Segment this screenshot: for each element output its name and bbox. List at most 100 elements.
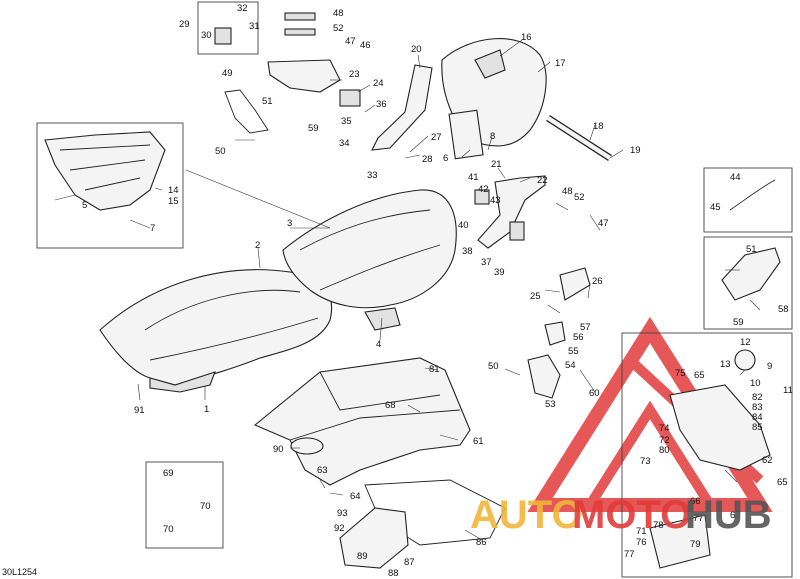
callout-24: 24 — [373, 78, 384, 89]
callout-52a: 52 — [333, 23, 344, 34]
callout-72: 72 — [659, 435, 670, 446]
strip-part-48 — [284, 12, 316, 21]
callout-12: 12 — [740, 337, 751, 348]
callout-47b: 47 — [598, 218, 609, 229]
callout-73: 73 — [640, 456, 651, 467]
callout-57: 57 — [580, 322, 591, 333]
callout-67: 67 — [730, 510, 741, 521]
cable-part-44 — [729, 179, 776, 211]
latch-part-25 — [559, 267, 591, 301]
callout-41: 41 — [468, 172, 479, 183]
inset-box-58 — [703, 236, 793, 330]
callout-35: 35 — [341, 116, 352, 127]
callout-64: 64 — [350, 491, 361, 502]
callout-74: 74 — [659, 423, 670, 434]
bracket-part-20 — [371, 64, 433, 151]
callout-90: 90 — [273, 444, 284, 455]
callout-21: 21 — [491, 159, 502, 170]
callout-61: 61 — [473, 436, 484, 447]
callout-5: 5 — [82, 200, 87, 211]
callout-83: 83 — [752, 402, 763, 413]
callout-32: 32 — [237, 3, 248, 14]
bracket-part-87 — [339, 507, 409, 569]
callout-85: 85 — [752, 422, 763, 433]
knob-part-9 — [734, 349, 756, 371]
callout-93: 93 — [337, 508, 348, 519]
callout-23: 23 — [349, 69, 360, 80]
callout-68: 68 — [385, 400, 396, 411]
callout-91: 91 — [134, 405, 145, 416]
callout-31: 31 — [249, 21, 260, 32]
clip-part-90 — [290, 437, 324, 455]
callout-76: 76 — [636, 537, 647, 548]
callout-17: 17 — [555, 58, 566, 69]
callout-28: 28 — [422, 154, 433, 165]
callout-81: 81 — [429, 364, 440, 375]
inset-box-44 — [703, 167, 793, 233]
callout-70b: 70 — [163, 524, 174, 535]
callout-66: 66 — [690, 496, 701, 507]
watermark-text: AUTO MOTO HUB — [470, 493, 772, 537]
callout-7: 7 — [150, 223, 155, 234]
watermark-word-1: AUTO — [470, 493, 583, 537]
seat-base-part-61 — [253, 357, 471, 486]
callout-70a: 70 — [200, 501, 211, 512]
callout-69: 69 — [163, 468, 174, 479]
bracket-part-21 — [477, 175, 546, 249]
callout-48a: 48 — [333, 8, 344, 19]
callout-46: 46 — [360, 40, 371, 51]
callout-30: 30 — [201, 30, 212, 41]
seat-part-3 — [282, 189, 457, 331]
callout-89: 89 — [357, 551, 368, 562]
callout-3: 3 — [287, 218, 292, 229]
watermark-word-3: HUB — [685, 493, 772, 537]
callout-84: 84 — [752, 412, 763, 423]
callout-26: 26 — [592, 276, 603, 287]
callout-48b: 48 — [562, 186, 573, 197]
block-part-41 — [474, 189, 490, 205]
callout-56: 56 — [573, 332, 584, 343]
callout-13: 13 — [720, 359, 731, 370]
seat-part-2 — [99, 269, 333, 393]
callout-65a: 65 — [694, 370, 705, 381]
callout-49: 49 — [222, 68, 233, 79]
strip-part-52 — [284, 28, 316, 36]
callout-36: 36 — [376, 99, 387, 110]
callout-10: 10 — [750, 378, 761, 389]
bracket-part-49 — [224, 89, 269, 134]
callout-37: 37 — [481, 257, 492, 268]
plate-part-6 — [448, 109, 484, 160]
callout-75: 75 — [675, 368, 686, 379]
frame-part-5 — [44, 131, 166, 211]
callout-25: 25 — [530, 291, 541, 302]
callout-58: 58 — [778, 304, 789, 315]
diagram-code: 30L1254 — [2, 567, 37, 577]
callout-86: 86 — [476, 537, 487, 548]
callout-51a: 51 — [262, 96, 273, 107]
strap-part-23 — [267, 59, 341, 93]
callout-78: 78 — [653, 520, 664, 531]
block-part-22 — [509, 221, 525, 241]
callout-42: 42 — [478, 184, 489, 195]
callout-52b: 52 — [574, 192, 585, 203]
callout-47a: 47 — [345, 36, 356, 47]
callout-9: 9 — [767, 361, 772, 372]
callout-2: 2 — [255, 240, 260, 251]
callout-11: 11 — [783, 385, 793, 396]
callout-39: 39 — [494, 267, 505, 278]
callout-labels: 1 2 3 4 5 6 7 8 9 10 11 12 13 14 15 16 1… — [82, 3, 793, 579]
callout-43: 43 — [490, 195, 501, 206]
callout-60: 60 — [589, 388, 600, 399]
callout-22: 22 — [537, 175, 548, 186]
callout-77a: 77 — [624, 549, 635, 560]
callout-63: 63 — [317, 465, 328, 476]
callout-45: 45 — [710, 202, 721, 213]
callout-29: 29 — [179, 19, 190, 30]
callout-54: 54 — [565, 360, 576, 371]
callout-33: 33 — [367, 170, 378, 181]
callout-50b: 50 — [488, 361, 499, 372]
callout-55: 55 — [568, 346, 579, 357]
inset-box-65 — [621, 332, 793, 578]
